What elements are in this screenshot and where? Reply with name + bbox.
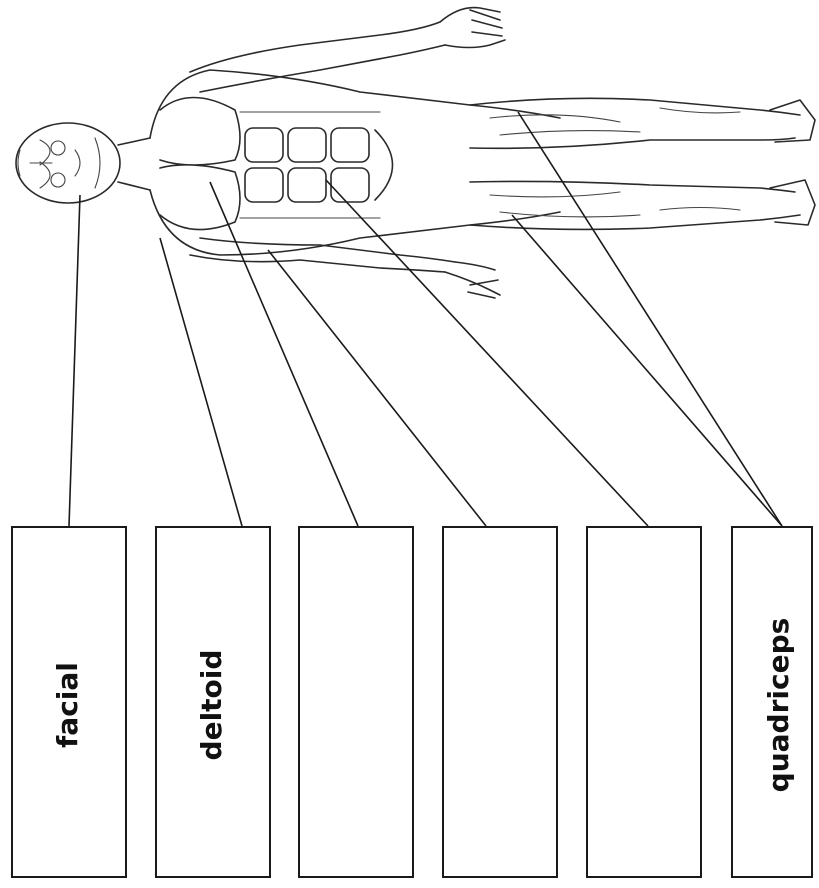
- arm-upper-side: [190, 22, 445, 92]
- face-details: [18, 138, 100, 188]
- neck: [118, 138, 150, 190]
- leader-line-deltoid: [160, 238, 242, 526]
- pectorals: [160, 98, 240, 230]
- leader-lines: [69, 112, 782, 526]
- label-box-2[interactable]: deltoid: [156, 527, 270, 877]
- label-box-4[interactable]: [443, 527, 557, 877]
- leader-line-4: [268, 250, 486, 526]
- leader-line-5: [326, 180, 648, 526]
- leader-line-quadriceps-b: [512, 215, 782, 526]
- label-box-1[interactable]: facial: [12, 527, 126, 877]
- label-box-5[interactable]: [587, 527, 701, 877]
- hand-lower: [445, 262, 500, 298]
- leader-line-3: [210, 182, 358, 526]
- leg-upper: [470, 98, 800, 148]
- leg-muscle-details: [490, 108, 740, 217]
- leader-line-quadriceps-a: [518, 112, 782, 526]
- abdominals: [240, 112, 393, 218]
- label-box-3[interactable]: [299, 527, 413, 877]
- label-text-2: deltoid: [195, 650, 228, 761]
- hand-upper: [440, 8, 505, 48]
- leader-line-facial: [69, 195, 80, 526]
- label-text-6: quadriceps: [762, 618, 795, 793]
- label-text-1: facial: [51, 662, 84, 748]
- leg-lower: [470, 181, 800, 229]
- label-box-6[interactable]: quadriceps: [732, 527, 812, 877]
- human-figure: [16, 8, 815, 298]
- foot-upper: [770, 100, 815, 142]
